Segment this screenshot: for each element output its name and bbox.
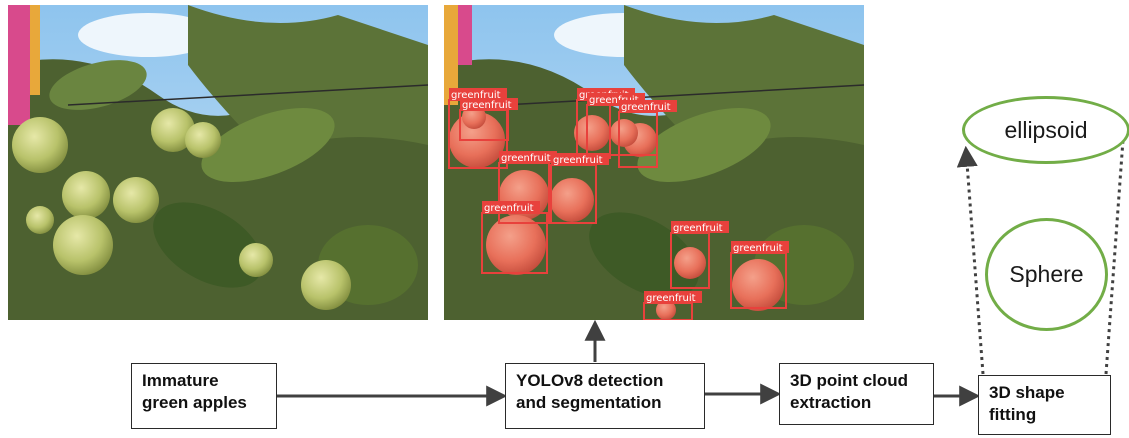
point-cloud-label: 3D point cloud extraction [790, 371, 909, 412]
detection-class-label: greenfruit [451, 90, 501, 101]
ellipsoid-label: ellipsoid [1004, 116, 1088, 143]
detection-label-bg-11 [644, 291, 702, 303]
input-apples-box: Immature green apples [131, 363, 277, 429]
apple-photo-original [8, 5, 428, 320]
dotted-line-to-sphere [1104, 139, 1125, 375]
shape-fitting-box: 3D shape fitting [978, 375, 1111, 435]
sphere-label: Sphere [1009, 261, 1084, 287]
detection-class-label: greenfruit [462, 100, 512, 111]
detection-label-bg-7 [551, 153, 609, 165]
detection-class-label: greenfruit [501, 153, 551, 164]
detection-label-bg-1 [449, 88, 507, 100]
detection-label-bg-2 [460, 98, 518, 110]
detection-label-bg-5 [619, 100, 677, 112]
input-apples-label: Immature green apples [142, 371, 247, 412]
dotted-arrow-to-ellipsoid [956, 145, 985, 375]
detection-class-label: greenfruit [589, 95, 639, 106]
shape-fitting-label: 3D shape fitting [989, 383, 1065, 424]
ellipsoid-shape: ellipsoid [962, 96, 1129, 164]
detection-class-label: greenfruit [484, 203, 534, 214]
detection-label-bg-10 [731, 241, 789, 253]
detection-label-bg-6 [499, 151, 557, 163]
detection-label-bg-9 [671, 221, 729, 233]
detection-box: YOLOv8 detection and segmentation [505, 363, 705, 429]
detection-class-label: greenfruit [646, 293, 696, 304]
detection-label: YOLOv8 detection and segmentation [516, 371, 664, 412]
detection-class-label: greenfruit [673, 223, 723, 234]
sphere-shape: Sphere [985, 218, 1108, 331]
detection-label-bg-8 [482, 201, 540, 213]
detection-class-label: greenfruit [553, 155, 603, 166]
detection-class-label: greenfruit [621, 102, 671, 113]
point-cloud-box: 3D point cloud extraction [779, 363, 934, 425]
detection-class-label: greenfruit [733, 243, 783, 254]
